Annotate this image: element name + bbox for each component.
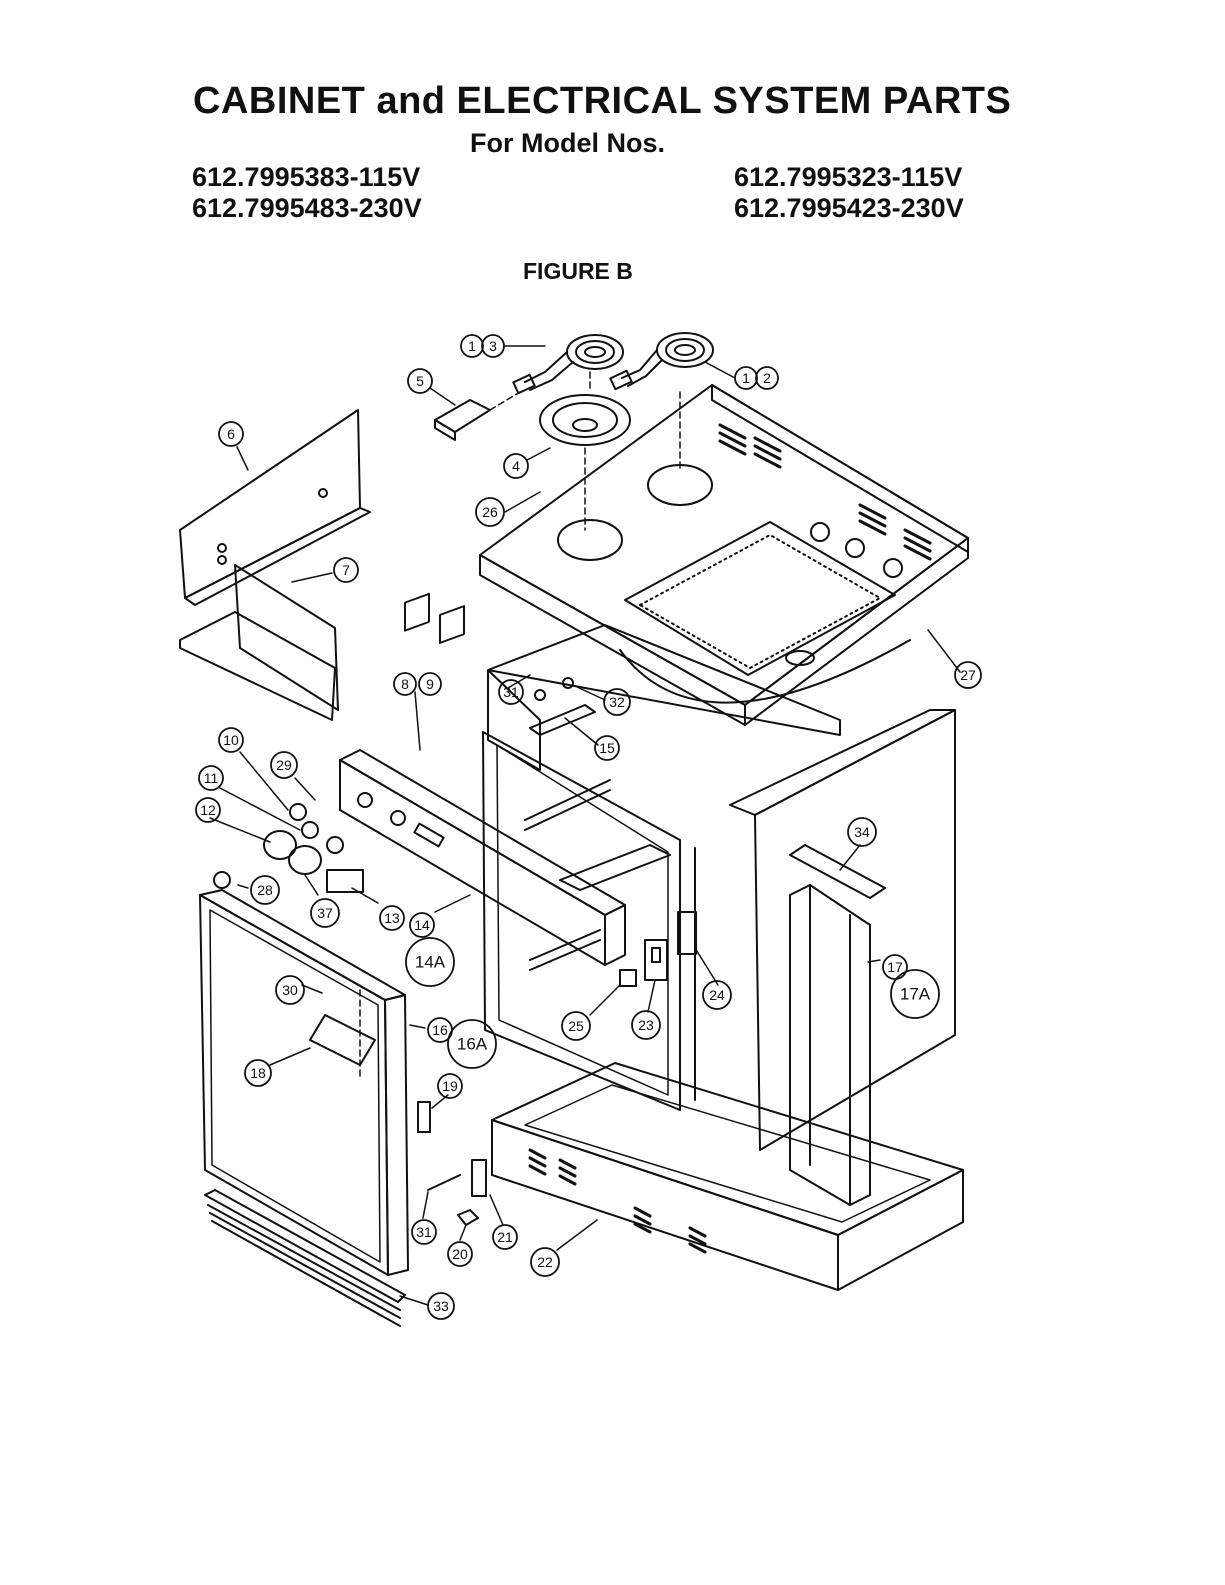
callout-2: 2 xyxy=(763,370,771,386)
callout-26: 26 xyxy=(482,504,498,520)
callout-24: 24 xyxy=(709,987,725,1003)
callout-10: 10 xyxy=(223,732,239,748)
callout-23: 23 xyxy=(638,1017,654,1033)
callout-8: 8 xyxy=(401,676,409,692)
callout-13: 13 xyxy=(384,910,400,926)
page-subtitle: For Model Nos. xyxy=(470,128,665,159)
leveling-hardware xyxy=(418,1102,486,1225)
callout-9: 9 xyxy=(426,676,434,692)
callout-27: 27 xyxy=(960,667,976,683)
control-knobs xyxy=(214,804,363,892)
callout-12: 12 xyxy=(200,802,216,818)
cabinet-base xyxy=(492,1063,963,1290)
model-number-left-2: 612.7995483-230V xyxy=(192,193,422,224)
callout-3: 3 xyxy=(489,338,497,354)
callout-7: 7 xyxy=(342,562,350,578)
callout-15: 15 xyxy=(599,740,615,756)
exploded-parts-diagram: 1 3 1 2 5 4 6 7 26 27 8 9 31 32 15 10 29… xyxy=(0,300,1225,1360)
callout-16: 16 xyxy=(432,1022,448,1038)
callout-20: 20 xyxy=(452,1246,468,1262)
callout-19: 19 xyxy=(442,1078,458,1094)
door-latch-hinge xyxy=(620,912,696,986)
callout-31a: 31 xyxy=(503,684,519,700)
callout-16a: 16A xyxy=(457,1035,488,1054)
callout-14a: 14A xyxy=(415,953,446,972)
callout-22: 22 xyxy=(537,1254,553,1270)
callout-31b: 31 xyxy=(416,1224,432,1240)
model-number-right-2: 612.7995423-230V xyxy=(734,193,964,224)
infinite-switches xyxy=(405,594,464,643)
callout-18: 18 xyxy=(250,1065,266,1081)
callout-1a: 1 xyxy=(468,338,476,354)
trim-strip xyxy=(790,845,885,898)
model-number-left-1: 612.7995383-115V xyxy=(192,162,420,193)
callout-5: 5 xyxy=(416,373,424,389)
callout-17a: 17A xyxy=(900,985,931,1004)
page-title: CABINET and ELECTRICAL SYSTEM PARTS xyxy=(193,80,1011,123)
side-filler-panel xyxy=(790,885,870,1205)
callout-4: 4 xyxy=(512,458,520,474)
figure-label: FIGURE B xyxy=(523,258,633,285)
callout-37: 37 xyxy=(317,905,333,921)
callout-1b: 1 xyxy=(742,370,750,386)
callout-21: 21 xyxy=(497,1229,513,1245)
callout-17: 17 xyxy=(887,959,903,975)
callout-29: 29 xyxy=(276,757,292,773)
model-number-right-1: 612.7995323-115V xyxy=(734,162,962,193)
callout-30: 30 xyxy=(282,982,298,998)
callout-33: 33 xyxy=(433,1298,449,1314)
callout-34: 34 xyxy=(854,824,870,840)
callout-6: 6 xyxy=(227,426,235,442)
callout-14: 14 xyxy=(414,917,430,933)
toe-kick-plate xyxy=(205,1190,405,1326)
callout-11: 11 xyxy=(204,770,219,786)
callout-25: 25 xyxy=(568,1018,584,1034)
callout-32: 32 xyxy=(609,694,625,710)
callout-28: 28 xyxy=(257,882,273,898)
drip-bowl xyxy=(540,395,630,530)
